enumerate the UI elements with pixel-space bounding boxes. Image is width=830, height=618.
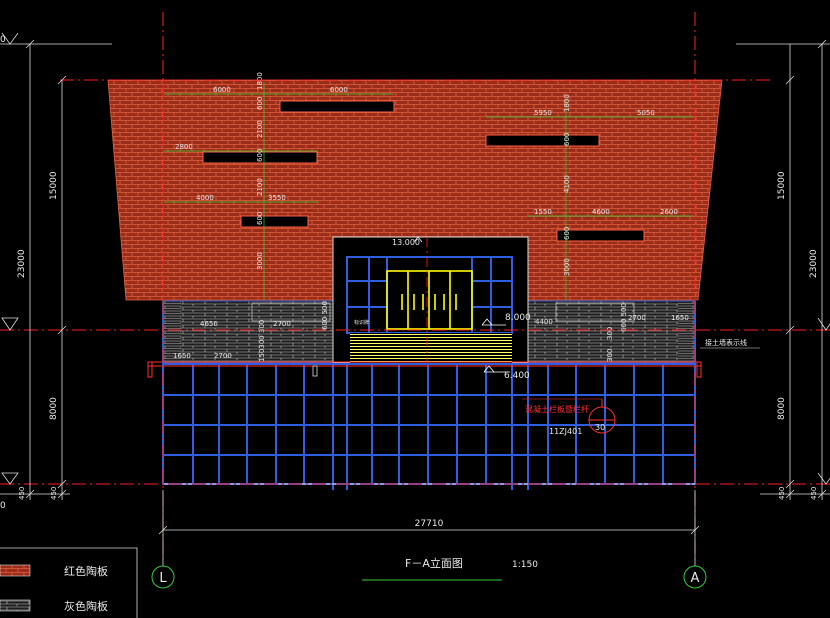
left-dim-upper: 15000 <box>49 171 59 200</box>
right-dim-base: 450 <box>778 487 786 500</box>
dim-text: 600 <box>256 97 264 110</box>
dim-text: 300 <box>258 320 266 333</box>
railing-note: 混凝土栏板暨栏杆 <box>525 404 589 414</box>
wall-dimension-text: 6000 6000 5950 5050 2800 4000 3550 1550 … <box>175 72 678 276</box>
dim-text: 2100 <box>256 120 264 138</box>
dim-text: 1650 <box>173 352 191 360</box>
dim-text: 2700 <box>214 352 232 360</box>
dim-text: 2700 <box>628 314 646 322</box>
dim-text: 600 500 <box>321 301 329 330</box>
axis-bubble-l <box>151 565 175 589</box>
grey-terracotta-band <box>162 300 696 364</box>
dim-text: 300 <box>606 327 614 340</box>
drawing-title: F－A立面图 <box>405 556 463 570</box>
dim-text: 3550 <box>268 194 286 202</box>
dim-text: 600 <box>256 212 264 225</box>
soil-line-note: 接土墙表示线 <box>705 338 747 347</box>
drawing-scale: 1:150 <box>512 560 538 570</box>
dim-text: 6000 <box>330 86 348 94</box>
axis-label-l: L <box>159 571 167 586</box>
legend-swatch-red <box>0 564 31 577</box>
legend-label-red: 红色陶板 <box>64 564 108 578</box>
left-dim-lower: 8000 <box>49 397 59 420</box>
axis-label-a: A <box>691 571 700 586</box>
right-dim-upper: 15000 <box>777 171 787 200</box>
dim-text: 4000 <box>196 194 214 202</box>
dim-text: 300 <box>606 349 614 362</box>
dim-text: 150300 <box>258 335 266 362</box>
dim-text: 2600 <box>660 208 678 216</box>
left-cut-label: 0 <box>0 35 6 45</box>
entrance-steps <box>350 333 512 363</box>
dim-text: 600 <box>563 227 571 240</box>
band-dimension-text: 4650 2700 1650 2700 600 500 300 150300 4… <box>173 301 689 362</box>
detail-callout <box>522 398 616 434</box>
wall-dimension-lines <box>164 82 694 300</box>
dim-text: 3000 <box>563 258 571 276</box>
wall-slots <box>202 100 645 242</box>
dim-text: 6000 <box>213 86 231 94</box>
dim-text: 5950 <box>534 109 552 117</box>
axis-lines <box>0 12 830 560</box>
right-dim-total: 23000 <box>809 249 819 278</box>
left-cut-label-2: 0 <box>0 501 6 511</box>
axis-bubbles <box>151 490 707 589</box>
level-marks <box>413 236 510 373</box>
dim-text: 1800 <box>563 94 571 112</box>
left-dim-base-2: 450 <box>18 487 26 500</box>
right-dim-base-2: 450 <box>810 487 818 500</box>
dim-text: 2800 <box>175 143 193 151</box>
level-6-4: 6.400 <box>504 371 530 381</box>
dim-text: 600 <box>563 133 571 146</box>
dim-text: 4400 <box>535 318 553 326</box>
sign-label: 标识牌 <box>354 319 369 326</box>
overall-width-dimension <box>158 525 700 535</box>
dim-text: 2100 <box>256 178 264 196</box>
axis-bubble-a <box>683 565 707 589</box>
total-width: 27710 <box>415 519 444 529</box>
dim-text: 1550 <box>534 208 552 216</box>
dim-text: 600 500 <box>620 303 628 332</box>
right-dim-lower: 8000 <box>777 397 787 420</box>
dim-text: 5050 <box>637 109 655 117</box>
right-dimension-chain <box>736 39 830 500</box>
dim-text: 1800 <box>256 72 264 90</box>
left-dim-total: 23000 <box>17 249 27 278</box>
dim-text: 2700 <box>273 320 291 328</box>
dim-text: 4100 <box>563 175 571 193</box>
lower-curtain-wall <box>162 363 696 490</box>
dim-text: 4650 <box>200 320 218 328</box>
entrance-door <box>386 270 473 330</box>
dim-text: 3000 <box>256 252 264 270</box>
legend-label-grey: 灰色陶板 <box>64 599 108 613</box>
legend: 红色陶板 灰色陶板 <box>0 547 138 618</box>
railing-ref: 11ZJ401 <box>549 427 582 436</box>
railing-num: 30 <box>595 423 605 432</box>
dim-text: 600 <box>256 149 264 162</box>
level-13: 13.000 <box>392 238 420 247</box>
left-dimension-chain <box>0 32 112 500</box>
level-8: 8.000 <box>505 313 531 323</box>
legend-swatch-grey <box>0 599 31 612</box>
dim-text: 1650 <box>671 314 689 322</box>
left-dim-base: 450 <box>50 487 58 500</box>
dim-text: 4600 <box>592 208 610 216</box>
